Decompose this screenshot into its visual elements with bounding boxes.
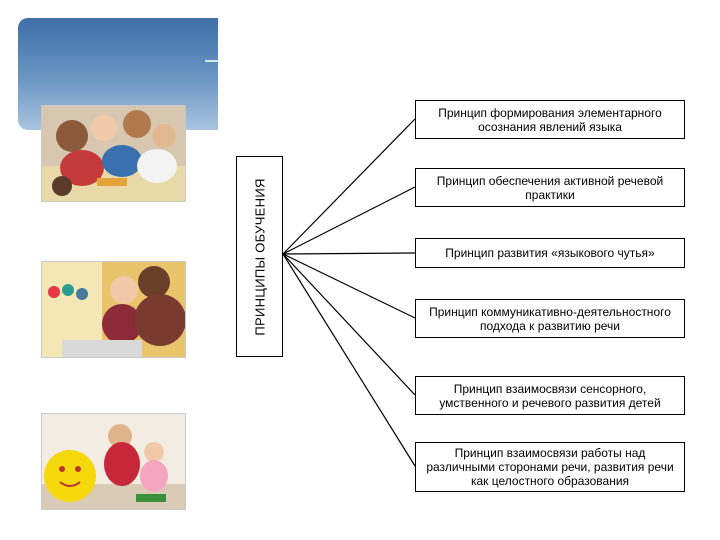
principle-node-1: Принцип формирования элементарного осозн… [415,100,685,139]
center-node: ПРИНЦИПЫ ОБУЧЕНИЯ [236,156,283,357]
connector-5 [282,253,416,396]
connector-2 [282,186,416,255]
principle-node-4: Принцип коммуникативно-деятельностного п… [415,299,685,338]
photo-ball-play [41,413,186,510]
principle-node-5: Принцип взаимосвязи сенсорного, умственн… [415,376,685,415]
connector-3 [282,252,416,255]
principle-node-2: Принцип обеспечения активной речевой пра… [415,168,685,207]
principle-node-6: Принцип взаимосвязи работы над различным… [415,442,685,492]
photo-children-group [41,105,186,202]
photo-mother-child [41,261,186,358]
connector-6 [282,253,416,467]
connector-4 [282,253,416,319]
header-streak [205,60,219,62]
connector-1 [282,118,416,255]
principle-node-3: Принцип развития «языкового чутья» [415,238,685,268]
center-node-label: ПРИНЦИПЫ ОБУЧЕНИЯ [252,177,267,336]
